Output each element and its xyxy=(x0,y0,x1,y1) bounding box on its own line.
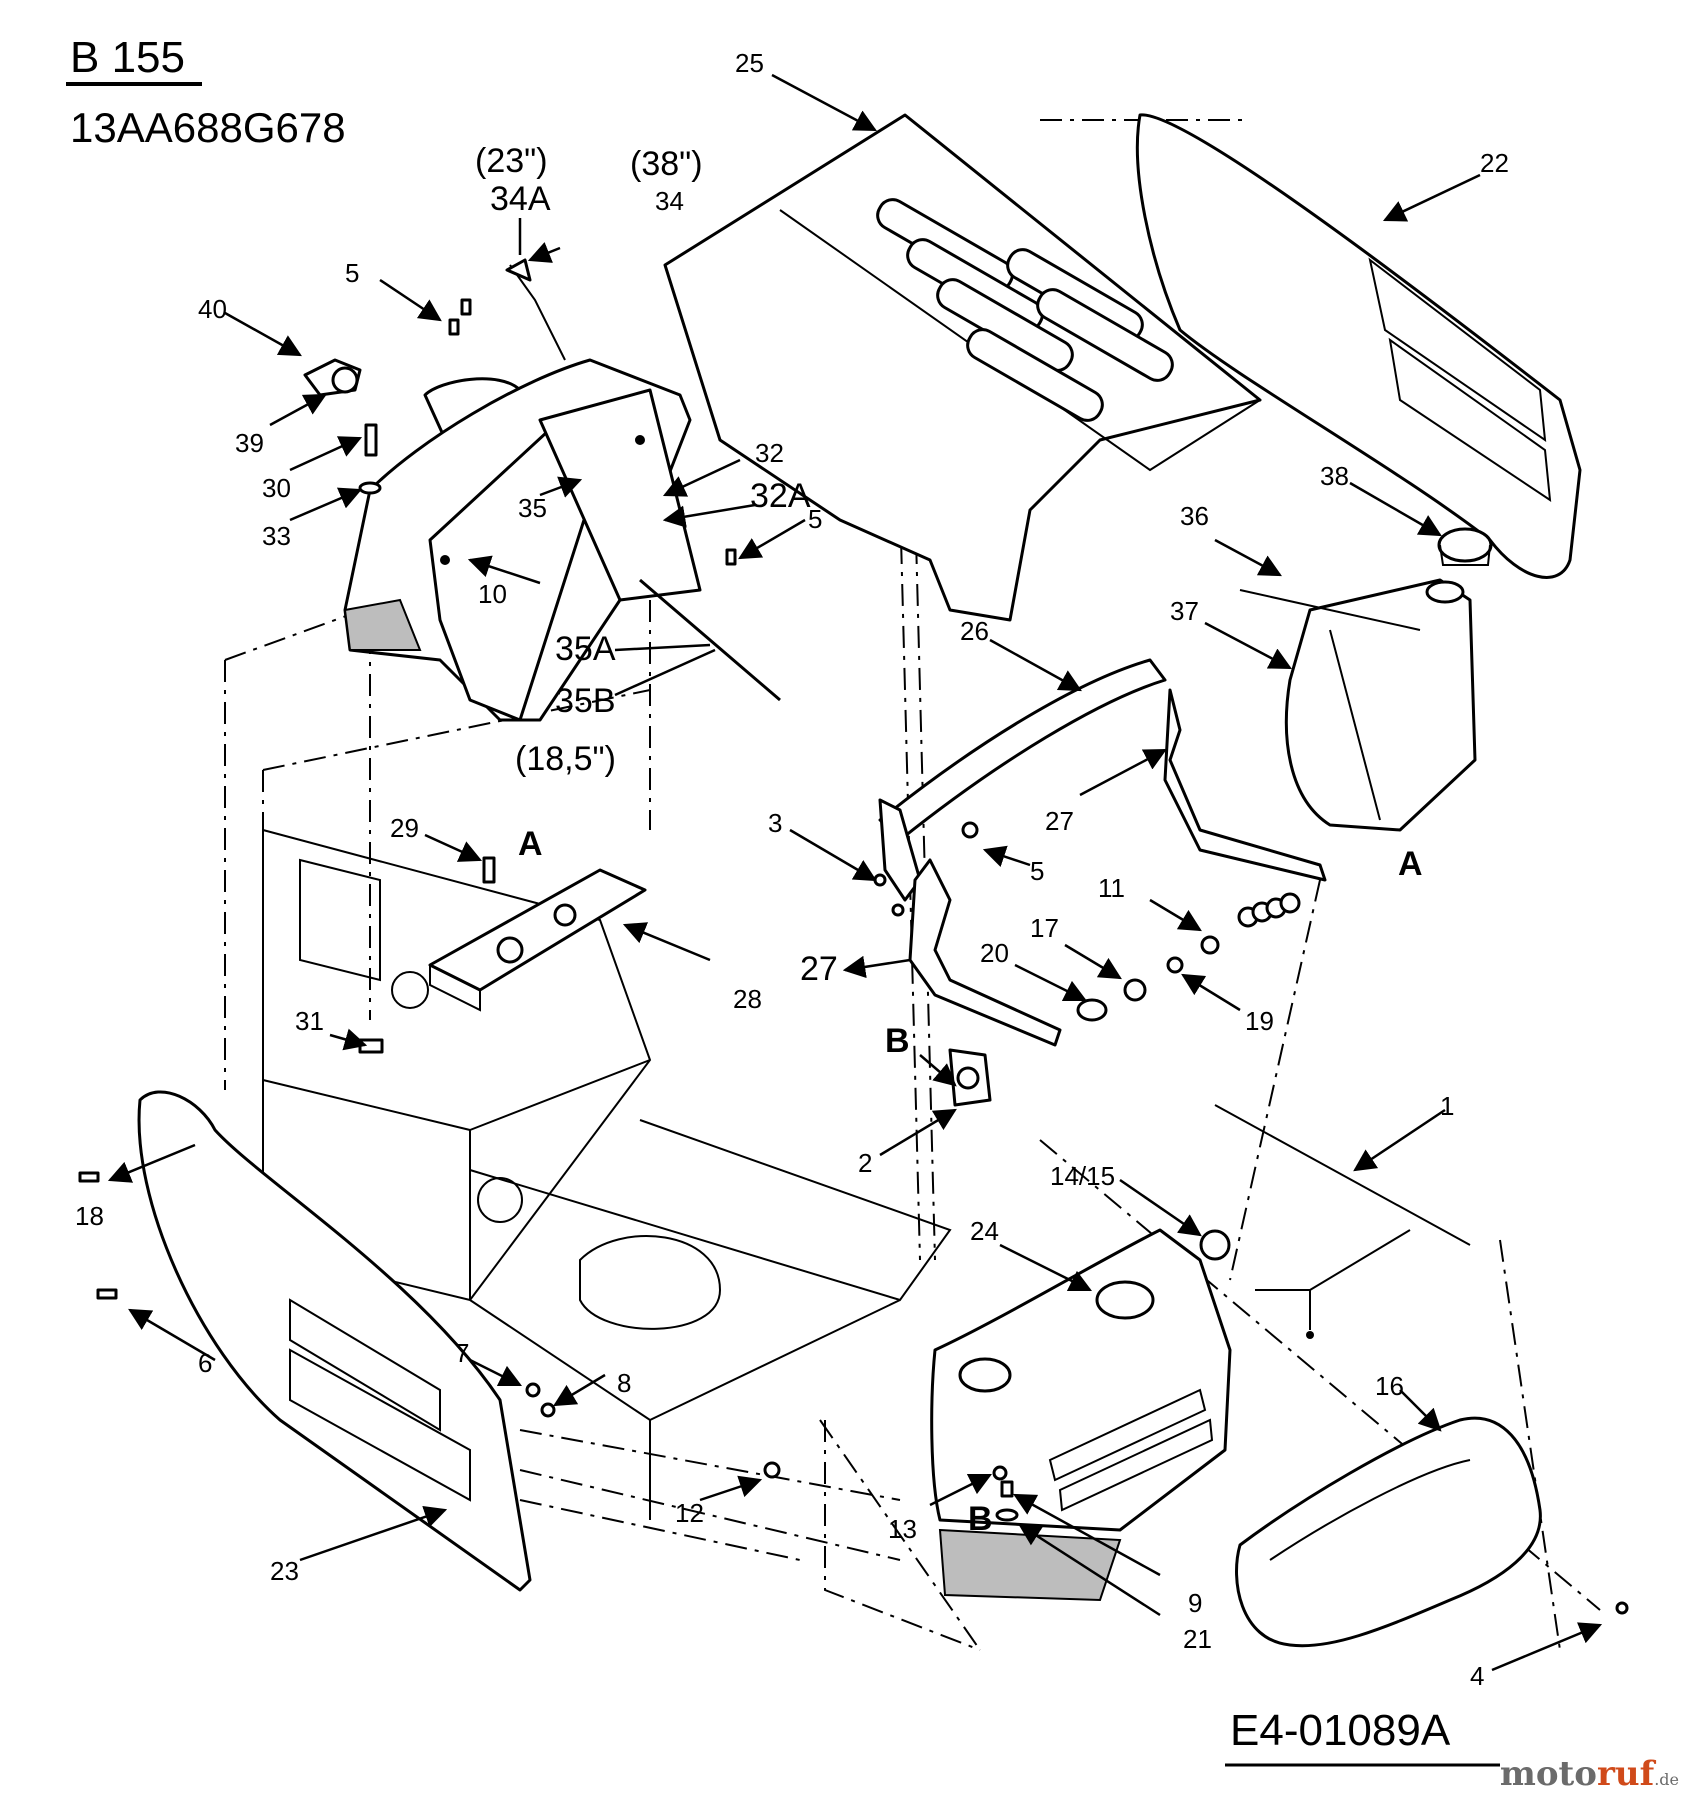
reference-B-lower: B xyxy=(968,1500,993,1538)
callout-7: 7 xyxy=(455,1338,469,1368)
fuel-tank-part-37 xyxy=(1239,578,1477,832)
callout-27-lower: 27 xyxy=(800,950,838,988)
watermark-part-2: ruf xyxy=(1596,1754,1655,1794)
bumper-part-16 xyxy=(1235,1416,1542,1648)
callout-13: 13 xyxy=(888,1514,917,1544)
callout-16: 16 xyxy=(1375,1371,1404,1401)
size-note-35B: (18,5") xyxy=(515,740,616,778)
fastener-bolts xyxy=(78,298,1629,1615)
callout-14-15: 14/15 xyxy=(1050,1161,1115,1191)
callout-18: 18 xyxy=(75,1201,104,1231)
callout-22: 22 xyxy=(1480,148,1509,178)
watermark-part-1: moto xyxy=(1499,1754,1597,1794)
callout-27-upper: 27 xyxy=(1045,806,1074,836)
callout-32A: 32A xyxy=(750,477,811,515)
callout-29: 29 xyxy=(390,813,419,843)
callout-5-mid: 5 xyxy=(1030,856,1044,886)
callout-19: 19 xyxy=(1245,1006,1274,1036)
dash-console xyxy=(343,358,781,722)
model-label: B 155 xyxy=(70,33,185,82)
callout-5-top: 5 xyxy=(345,258,359,288)
headlight-socket-14-15 xyxy=(1199,1229,1231,1261)
callout-6: 6 xyxy=(198,1348,212,1378)
fuel-cap-part-38 xyxy=(1437,527,1493,566)
reference-A-left: A xyxy=(518,825,543,863)
callout-33: 33 xyxy=(262,521,291,551)
callout-9: 9 xyxy=(1188,1588,1202,1618)
callout-5-right: 5 xyxy=(808,504,822,534)
callout-36: 36 xyxy=(1180,501,1209,531)
drawing-id: E4-01089A xyxy=(1230,1706,1451,1755)
callout-38: 38 xyxy=(1320,461,1349,491)
ignition-switch-39-40 xyxy=(303,358,362,397)
callout-35A: 35A xyxy=(555,630,616,668)
callout-24: 24 xyxy=(970,1216,999,1246)
callout-3: 3 xyxy=(768,808,782,838)
watermark-logo: motoruf.de xyxy=(1500,1754,1679,1794)
hood-part-25 xyxy=(663,113,1262,622)
size-note-34: (38") xyxy=(630,145,703,183)
callout-1: 1 xyxy=(1440,1091,1454,1121)
bracket-part-28 xyxy=(428,868,647,1012)
callout-25: 25 xyxy=(735,48,764,78)
callout-8: 8 xyxy=(617,1368,631,1398)
callout-4: 4 xyxy=(1470,1661,1484,1691)
callout-10: 10 xyxy=(478,579,507,609)
callout-26: 26 xyxy=(960,616,989,646)
callout-40: 40 xyxy=(198,294,227,324)
bolt-30 xyxy=(364,423,378,457)
callout-31: 31 xyxy=(295,1006,324,1036)
callout-23: 23 xyxy=(270,1556,299,1586)
reference-B-upper: B xyxy=(885,1022,910,1060)
model-number: 13AA688G678 xyxy=(70,104,346,151)
side-panel-part-23 xyxy=(137,1090,532,1592)
watermark-part-3: .de xyxy=(1654,1770,1679,1789)
callout-17: 17 xyxy=(1030,913,1059,943)
callout-20: 20 xyxy=(980,938,1009,968)
throttle-cable-34 xyxy=(505,258,566,361)
bracket-part-2 xyxy=(948,1048,992,1107)
callout-21: 21 xyxy=(1183,1624,1212,1654)
callout-34: 34 xyxy=(655,186,684,216)
callout-32: 32 xyxy=(755,438,784,468)
callout-35B: 35B xyxy=(555,682,616,720)
callout-34A: 34A xyxy=(490,180,551,218)
reference-A-right: A xyxy=(1398,845,1423,883)
callout-28: 28 xyxy=(733,984,762,1014)
callout-11: 11 xyxy=(1098,873,1125,903)
size-note-34A: (23") xyxy=(475,142,548,180)
wiring-harness-part-1 xyxy=(1214,1104,1471,1339)
hardware-11-17-19-20 xyxy=(1076,892,1301,1022)
callout-35: 35 xyxy=(518,493,547,523)
callout-12: 12 xyxy=(675,1498,704,1528)
grille-part-24 xyxy=(930,1228,1232,1602)
callout-labels: 25 22 38 36 37 26 27 5 3 11 17 20 19 27 … xyxy=(75,48,1509,1691)
callout-30: 30 xyxy=(262,473,291,503)
hood-support-26-27 xyxy=(878,658,1327,1047)
washer-33 xyxy=(358,481,382,495)
callout-39: 39 xyxy=(235,428,264,458)
callout-2: 2 xyxy=(858,1148,872,1178)
leader-lines xyxy=(107,73,1603,1672)
callout-37: 37 xyxy=(1170,596,1199,626)
